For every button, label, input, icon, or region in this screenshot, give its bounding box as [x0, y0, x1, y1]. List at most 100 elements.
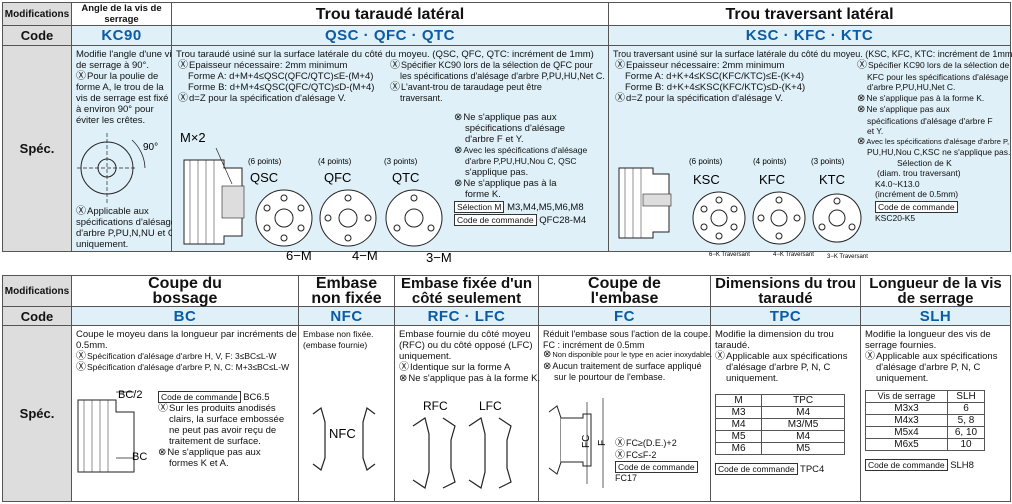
ksc-sel-sub: (diam. trou traversant)	[877, 168, 961, 178]
bc-line: 0.5mm.	[76, 340, 108, 351]
qsc-note: d'arbre P,PU,HU,Nou C, QSC	[465, 156, 577, 166]
rfc-spec: Embase fournie du côté moyeu (RFC) ou du…	[394, 325, 541, 502]
ksc-cmd-value: KSC20-K5	[875, 212, 916, 223]
nfc-line: (embase fournie)	[303, 340, 368, 350]
bc-note: Sur les produits anodisés	[169, 403, 276, 414]
fc-dim-label: FC	[581, 435, 592, 448]
kc-line: forme A, le trou de la	[76, 82, 164, 93]
bc-header: Coupe du bossage	[71, 275, 299, 307]
no-icon: ⊗	[158, 447, 167, 458]
qsc-note: Avec les spécifications d'alésage	[463, 145, 588, 155]
bc-line: Coupe le moyeu dans la longueur par incr…	[76, 329, 297, 340]
table-cell: 5, 8	[947, 414, 985, 427]
qsc-left: d=Z pour la spécification d'alésage V.	[189, 93, 346, 104]
slh-line: Modifie la longueur des vis de	[865, 329, 991, 340]
qsc-note: forme K.	[465, 189, 501, 200]
tpc-line: d'alésage d'arbre P, N, C	[726, 362, 831, 373]
nfc-line: Embase non fixée.	[303, 329, 374, 339]
slh-code: SLH	[860, 306, 1011, 326]
table-cell: M4	[714, 418, 763, 431]
table-cell: 6, 10	[947, 426, 985, 439]
no-icon: ⊗	[454, 178, 463, 189]
qsc-right: traversant.	[400, 93, 443, 103]
no-icon: ⊗	[454, 112, 463, 123]
ksc-trav-4: 4−K Traversant	[773, 252, 814, 258]
modifications-label: Modifications	[2, 2, 72, 26]
fc-header: Coupe de l'embase	[538, 275, 711, 307]
points-4: (4 points)	[318, 157, 352, 166]
ksc-right: spécifications d'alésage d'arbre F	[867, 115, 993, 126]
qsc-right: Spécifier KC90 lors de la sélection de Q…	[401, 60, 593, 70]
ksc-right: Spécifier KC90 lors de la sélection de	[868, 60, 1010, 70]
code-label: Code	[2, 25, 72, 46]
qsc-spec: Trou taraudé usiné sur la surface latéra…	[171, 45, 609, 265]
ktc-label: KTC	[819, 172, 845, 187]
nfc-spec: Embase non fixée. (embase fournie) NFC	[298, 325, 395, 502]
check-icon: Ⓧ	[178, 93, 188, 104]
table-cell: M3x3	[864, 402, 949, 415]
fc-cmd-label: Code de commande	[615, 461, 698, 473]
fc-line: sur le pourtour de l'embase.	[554, 372, 666, 382]
no-icon: ⊗	[454, 145, 463, 156]
tpc-code: TPC	[710, 306, 861, 326]
nfc-diagram: NFC	[312, 406, 376, 471]
table-cell: M3	[714, 406, 763, 419]
kc-code: KC90	[71, 25, 172, 46]
rfc-code: RFC · LFC	[394, 306, 539, 326]
code-label: Code	[2, 306, 72, 326]
no-icon: ⊗	[857, 92, 866, 104]
ksc-left: Forme B: d+K+4≤KSC(KFC/KTC)≤D-(K+4)	[625, 82, 806, 93]
qsc-note: d'arbre F et Y.	[465, 134, 524, 145]
check-icon: Ⓧ	[615, 438, 625, 449]
check-icon: Ⓧ	[158, 403, 168, 414]
ksc-intro: Trou traversant usiné sur la surface lat…	[613, 49, 1012, 59]
table-header: M	[714, 394, 763, 407]
bc-diagram: BC/2 BC	[77, 389, 147, 473]
kc-line: à environ 90° pour	[76, 104, 154, 115]
ksc-left: d=Z pour la spécification d'alésage V.	[626, 93, 783, 104]
kc-angle-text: 90°	[143, 142, 158, 153]
kc-line: Modifie l'angle d'une vis	[76, 49, 177, 60]
ksc-right: Ne s'applique pas aux	[866, 104, 950, 114]
ksc-spec: Trou traversant usiné sur la surface lat…	[608, 45, 1012, 260]
kc-angle-diagram: 90°	[77, 133, 158, 203]
ksc-right: Ne s'applique pas à la forme K.	[866, 92, 985, 103]
ksc-trav-3: 3−K Traversant	[827, 254, 868, 260]
qsc-code: QSC · QFC · QTC	[171, 25, 609, 46]
fc-line: Réduit l'embase sous l'action de la coup…	[543, 329, 711, 339]
6m-label: 6−M	[286, 248, 312, 263]
check-icon: Ⓧ	[178, 60, 188, 71]
check-icon: Ⓧ	[865, 351, 875, 362]
rfc-line: Ne s'applique pas à la forme K.	[408, 373, 541, 384]
qsc-note: Ne s'applique pas à la	[463, 178, 557, 189]
ksc-header: Trou traversant latéral	[608, 2, 1011, 26]
qsc-left: Epaisseur nécessaire: 2mm minimum	[189, 60, 348, 71]
check-icon: Ⓧ	[615, 60, 625, 71]
check-icon: Ⓧ	[857, 60, 867, 71]
table-header: Vis de serrage	[864, 390, 949, 403]
qsc-diagram: M×2 (6 points) QSC 6−M (4 points) QFC 4−…	[180, 130, 452, 265]
slh-spec: Modifie la longueur des vis de serrage f…	[860, 325, 1011, 502]
spec-label: Spéc.	[2, 325, 72, 502]
ksc-code: KSC · KFC · KTC	[608, 25, 1011, 46]
selection-m-value: M3,M4,M5,M6,M8	[507, 202, 584, 213]
fc-line: Aucun traitement de surface appliqué	[552, 360, 702, 371]
qsc-note: Ne s'applique pas aux	[463, 112, 557, 123]
ksc-points-6: (6 points)	[689, 157, 723, 166]
kc-header: Angle de la vis de serrage	[71, 2, 172, 26]
table-header: TPC	[761, 394, 845, 407]
ksc-right: Avec les spécifications d'alésage d'arbr…	[866, 136, 1010, 146]
check-icon: Ⓧ	[76, 351, 86, 362]
bc-spec: Coupe le moyeu dans la longueur par incr…	[71, 325, 299, 502]
table-cell: M4	[761, 406, 845, 419]
table-cell: M4	[761, 430, 845, 443]
fc-code: FC	[538, 306, 711, 326]
